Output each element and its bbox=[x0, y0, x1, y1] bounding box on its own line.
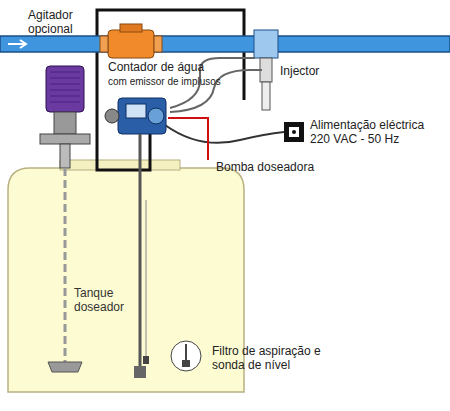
filter-label: Filtro de aspiração e sonda de nível bbox=[212, 344, 338, 372]
agitator-label: Agitador opcional bbox=[28, 8, 94, 36]
tank-label: Tanque doseador bbox=[74, 286, 136, 314]
power-label: Alimentação eléctrica 220 VAC - 50 Hz bbox=[310, 118, 442, 146]
injector-label: Injector bbox=[280, 64, 319, 78]
dosing-tank: Tanque doseador bbox=[8, 168, 244, 392]
meter-label: Contador de água bbox=[108, 60, 204, 74]
meter-sublabel: com emissor de implusos bbox=[108, 75, 221, 89]
pump-label: Bomba doseadora bbox=[216, 160, 314, 174]
